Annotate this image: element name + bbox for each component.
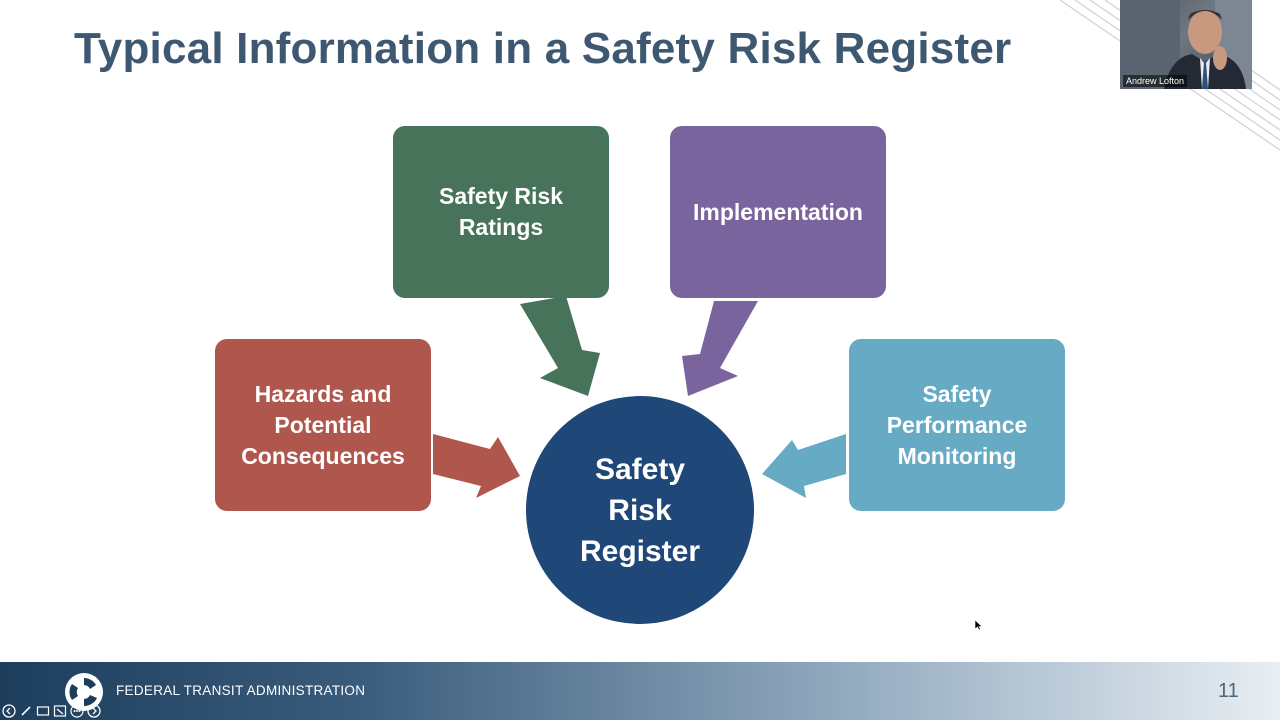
- speaker-silhouette: [1120, 0, 1252, 89]
- forward-icon[interactable]: [87, 704, 101, 718]
- safety-risk-ratings-box: Safety Risk Ratings: [393, 126, 609, 298]
- arrow-hazards: [433, 434, 520, 498]
- slide-footer: [0, 662, 1280, 720]
- captions-icon[interactable]: [36, 704, 50, 718]
- slide-title: Typical Information in a Safety Risk Reg…: [74, 24, 1012, 73]
- page-number: 11: [1218, 680, 1239, 702]
- mouse-cursor-icon: [975, 620, 983, 630]
- arrow-ratings: [520, 296, 600, 396]
- hazards-consequences-box: Hazards and Potential Consequences: [215, 339, 431, 511]
- speaker-video[interactable]: Andrew Lofton: [1120, 0, 1252, 89]
- performance-monitoring-box: Safety Performance Monitoring: [849, 339, 1065, 511]
- implementation-box: Implementation: [670, 126, 886, 298]
- more-icon[interactable]: [70, 704, 84, 718]
- speaker-name-label: Andrew Lofton: [1123, 75, 1188, 87]
- arrow-monitoring: [762, 434, 846, 498]
- pointer-icon[interactable]: [53, 704, 67, 718]
- arrow-implementation: [682, 301, 758, 396]
- back-icon[interactable]: [2, 704, 16, 718]
- footer-organization: FEDERAL TRANSIT ADMINISTRATION: [116, 683, 366, 698]
- pen-icon[interactable]: [19, 704, 33, 718]
- fta-logo-icon: [65, 673, 103, 711]
- safety-risk-register-circle: Safety Risk Register: [526, 396, 754, 624]
